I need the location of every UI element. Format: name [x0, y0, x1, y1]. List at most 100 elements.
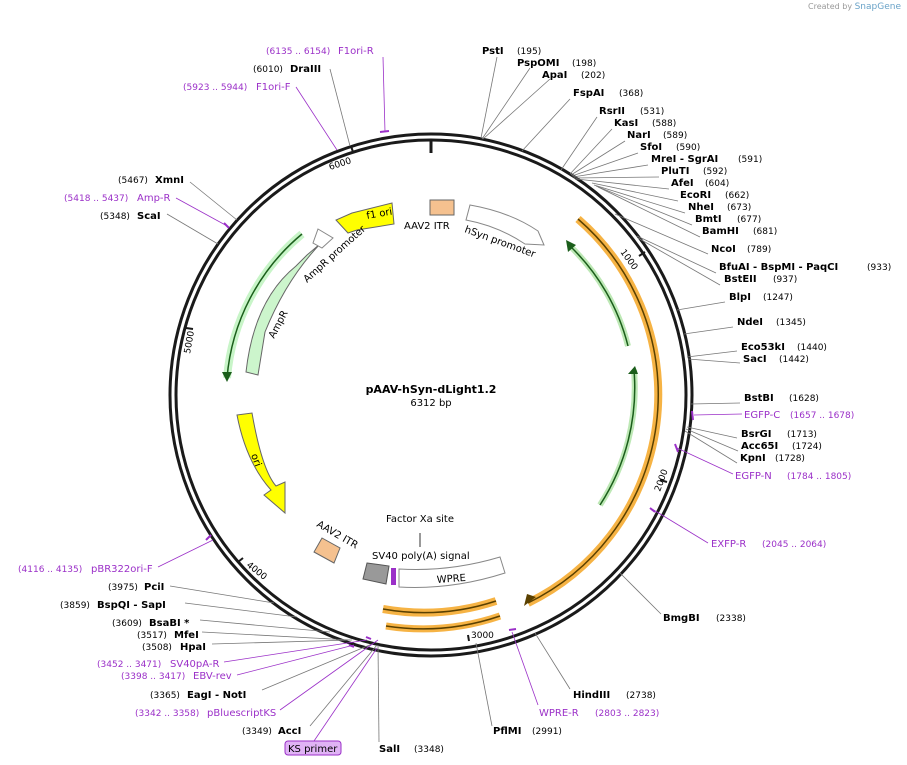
primer-ebv-rev: EBV-rev [193, 671, 232, 682]
primer-exfp-r-pos: (2045 .. 2064) [762, 540, 826, 550]
tick-6000 [350, 145, 354, 153]
ampr-promoter-shape [312, 228, 334, 249]
primer-sv40pa-r-pos: (3452 .. 3471) [97, 660, 161, 670]
snapgene-credit: Created by SnapGene [808, 2, 901, 12]
enzyme-bsrgi-pos: (1713) [787, 430, 817, 440]
enzyme-sfoi: SfoI [640, 142, 662, 153]
enzyme-sfoi-pos: (590) [676, 143, 700, 153]
enzyme-apai-pos: (202) [581, 71, 605, 81]
primer-ks-primer[interactable]: KS primer [288, 744, 338, 755]
enzyme-sali-pos: (3348) [414, 745, 444, 755]
ks-primer-highlight[interactable] [284, 740, 342, 756]
enzyme-blpi-pos: (1247) [763, 293, 793, 303]
dlight-arrowhead [524, 594, 536, 606]
primer-wpre-r: WPRE-R [539, 708, 579, 719]
primer-pbluescriptks: pBluescriptKS [207, 708, 276, 719]
enzyme-bmgbi: BmgBI [663, 613, 700, 624]
primer-pbr322ori-f-pos: (4116 .. 4135) [18, 565, 82, 575]
enzyme-kpni-pos: (1728) [775, 454, 805, 464]
enzyme-bfuai: BfuAI - BspMI - PaqCI [719, 262, 838, 273]
feature-label-ori: ori [248, 452, 263, 468]
primer-f1ori-f-pos: (5923 .. 5944) [183, 83, 247, 93]
enzyme-bsrgi: BsrGI [741, 429, 771, 440]
left-green-arrow [222, 372, 232, 382]
ampr-gene [245, 243, 321, 376]
hsyn-promoter-feature [465, 204, 545, 246]
primer-f1ori-r-pos: (6135 .. 6154) [266, 47, 330, 57]
wpre-feature [398, 556, 506, 588]
enzyme-bstbi: BstBI [744, 393, 774, 404]
feature-label-wpre: WPRE [436, 573, 466, 586]
primer-f1ori-r: F1ori-R [338, 46, 374, 57]
enzyme-nari: NarI [627, 130, 651, 141]
green-feature-2-line [599, 369, 636, 506]
feature-label-ampr-promoter: AmpR promoter [302, 223, 369, 285]
snapgene-logo: SnapGene [854, 2, 901, 12]
green-feature-1-line [569, 245, 629, 347]
enzyme-psti: PstI [482, 46, 504, 57]
enzyme-fspai: FspAI [573, 88, 604, 99]
enzyme-mrei-sgrai-pos: (591) [738, 155, 762, 165]
enzyme-apai: ApaI [542, 70, 567, 81]
enzyme-bfuai-pos: (933) [867, 263, 891, 273]
primer-wpre-r-pos: (2803 .. 2823) [595, 709, 659, 719]
enzyme-ndei: NdeI [737, 317, 763, 328]
enzyme-saci-pos: (1442) [779, 355, 809, 365]
feature-label-factor-xa: Factor Xa site [386, 514, 454, 525]
enzyme-hindiii-pos: (2738) [626, 691, 656, 701]
enzyme-bsteii: BstEII [724, 274, 757, 285]
linker-feature-2 [385, 612, 502, 633]
enzyme-hpai-pos: (3508) [142, 643, 172, 653]
enzyme-pcii: PciI [144, 582, 164, 593]
enzyme-ncoi-pos: (789) [747, 245, 771, 255]
enzyme-fspai-pos: (368) [619, 89, 643, 99]
primer-egfp-n-pos: (1784 .. 1805) [787, 472, 851, 482]
tick-label-5000: 5000 [183, 330, 197, 355]
sv40-polya-feature [362, 562, 390, 585]
enzyme-pspomi-pos: (198) [572, 59, 596, 69]
tick-3000 [467, 634, 470, 642]
enzyme-scai-pos: (5348) [100, 212, 130, 222]
enzyme-rsrii: RsrII [599, 106, 625, 117]
enzyme-pluti-pos: (592) [703, 167, 727, 177]
enzyme-nhei-pos: (673) [727, 203, 751, 213]
enzyme-pluti: PluTI [661, 166, 689, 177]
enzyme-eco53ki-pos: (1440) [797, 343, 827, 353]
enzyme-afei-pos: (604) [705, 179, 729, 189]
enzyme-acc65i-pos: (1724) [792, 442, 822, 452]
enzyme-acci-pos: (3349) [242, 727, 272, 737]
linker-feature-line [382, 600, 497, 614]
primer-egfp-n: EGFP-N [735, 471, 772, 482]
enzyme-hpai: HpaI [180, 642, 206, 653]
enzyme-pcii-pos: (3975) [108, 583, 138, 593]
enzyme-hindiii: HindIII [573, 690, 610, 701]
enzyme-bsabi: BsaBI * [149, 618, 190, 629]
enzyme-bspqi-pos: (3859) [60, 601, 90, 611]
primer-leader-lines [157, 56, 743, 711]
enzyme-acci: AccI [278, 726, 301, 737]
enzyme-ndei-pos: (1345) [776, 318, 806, 328]
enzyme-pflmi-pos: (2991) [532, 727, 562, 737]
enzyme-scai: ScaI [137, 211, 161, 222]
enzyme-mfei: MfeI [174, 630, 199, 641]
left-green-arc-line [226, 233, 303, 379]
enzyme-acc65i: Acc65I [741, 441, 778, 452]
enzyme-bmti-pos: (677) [737, 215, 761, 225]
backbone-outer-ring [168, 132, 694, 658]
primer-marks [205, 130, 694, 648]
enzyme-psti-pos: (195) [517, 47, 541, 57]
feature-label-sv40-polya: SV40 poly(A) signal [372, 551, 470, 562]
aav2-itr-bottom [313, 537, 341, 564]
sv40-polya-mark [391, 568, 396, 585]
enzyme-xmni-pos: (5467) [118, 176, 148, 186]
enzyme-draiii: DraIII [290, 64, 321, 75]
enzyme-bsteii-pos: (937) [773, 275, 797, 285]
enzyme-eco53ki: Eco53kI [741, 342, 785, 353]
tick-label-3000: 3000 [471, 631, 494, 641]
primer-pbluescriptks-pos: (3342 .. 3358) [135, 709, 199, 719]
feature-label-aav2-itr-top: AAV2 ITR [404, 221, 450, 232]
enzyme-bsabi-pos: (3609) [112, 619, 142, 629]
enzyme-rsrii-pos: (531) [640, 107, 664, 117]
primer-amp-r: Amp-R [137, 193, 171, 204]
